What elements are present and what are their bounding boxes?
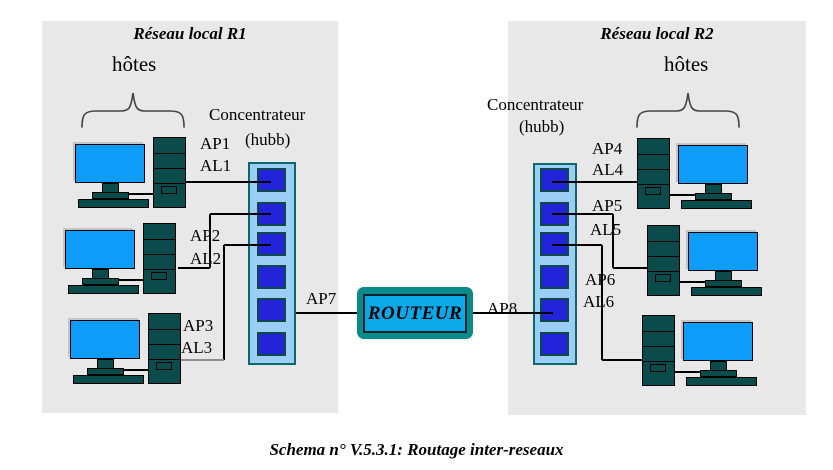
network2-hub-sublabel: (hubb) (519, 117, 565, 136)
connection-line (612, 214, 614, 268)
link-label-ap7: AP7 (306, 289, 337, 308)
network1-hub-label: Concentrateur (209, 105, 306, 124)
tower-icon (153, 137, 186, 208)
port-label-al3: AL3 (181, 338, 213, 357)
connection-line (473, 312, 553, 314)
hub-port (257, 332, 286, 356)
port-label-al5: AL5 (590, 220, 622, 239)
monitor-base (705, 280, 742, 287)
connection-line (602, 359, 642, 361)
tower-icon (642, 315, 675, 386)
network1-hosts-label: hôtes (112, 52, 157, 76)
monitor-icon (688, 232, 758, 271)
port-label-al6: AL6 (583, 292, 615, 311)
connection-line (186, 181, 271, 183)
port-label-al4: AL4 (592, 160, 624, 179)
floppy-slot (650, 364, 666, 372)
floppy-slot (156, 362, 172, 370)
hub-port (257, 298, 286, 322)
hub-port (257, 168, 286, 192)
monitor-base (700, 370, 737, 377)
host-computer (637, 138, 752, 210)
host-computer (65, 223, 176, 295)
hub-port (540, 168, 569, 192)
keyboard-cable (670, 194, 695, 196)
connection-line (613, 267, 647, 269)
keyboard-icon (686, 377, 757, 386)
floppy-slot (655, 274, 671, 282)
port-label-al2: AL2 (190, 249, 222, 268)
keyboard-icon (691, 287, 762, 296)
host-computer (642, 315, 757, 387)
port-label-ap1: AP1 (200, 134, 231, 153)
keyboard-icon (68, 285, 139, 294)
monitor-base (695, 193, 732, 200)
keyboard-cable (128, 193, 153, 195)
port-label-ap4: AP4 (592, 139, 623, 158)
network1-hub (248, 162, 296, 365)
port-label-ap6: AP6 (585, 271, 615, 288)
hub-port (257, 265, 286, 289)
tower-icon (143, 223, 176, 294)
link-label-ap8: AP8 (487, 299, 518, 318)
network2-hub-label: Concentrateur (487, 95, 584, 114)
floppy-slot (151, 272, 167, 280)
port-label-ap2: AP2 (190, 226, 221, 245)
router-label: ROUTEUR (367, 302, 463, 324)
connection-line (601, 245, 603, 360)
keyboard-icon (78, 199, 149, 208)
keyboard-cable (675, 371, 700, 373)
floppy-slot (161, 186, 177, 194)
keyboard-icon (681, 200, 752, 209)
port-label-al1: AL1 (200, 156, 232, 175)
monitor-icon (75, 144, 145, 183)
tower-icon (647, 225, 680, 296)
host-computer (75, 137, 186, 209)
port-label-ap5: AP5 (592, 196, 623, 215)
connection-line (223, 245, 225, 360)
monitor-icon (683, 322, 753, 361)
floppy-slot (645, 187, 661, 195)
network2-hub (533, 163, 577, 365)
connection-line (552, 244, 602, 246)
monitor-base (82, 278, 119, 285)
network2-hosts-label: hôtes (664, 52, 709, 76)
network1-hub-sublabel: (hubb) (245, 130, 291, 149)
connection-line (209, 214, 211, 268)
host-computer (70, 313, 181, 385)
keyboard-cable (123, 369, 148, 371)
network2-title: Réseau local R2 (600, 24, 714, 43)
connection-line (178, 267, 210, 269)
host-computer (647, 225, 762, 297)
tower-icon (148, 313, 181, 384)
monitor-icon (678, 145, 748, 184)
hosts-brace-icon (636, 92, 740, 128)
hub-port (540, 298, 569, 322)
monitor-icon (65, 230, 135, 269)
port-label-ap3: AP3 (183, 316, 214, 335)
connection-line (210, 213, 271, 215)
diagram-caption: Schema n° V.5.3.1: Routage inter-reseaux (269, 440, 564, 459)
tower-icon (637, 138, 670, 209)
monitor-base (92, 192, 129, 199)
hub-port (540, 332, 569, 356)
connection-line (552, 181, 637, 183)
connection-line (224, 244, 271, 246)
keyboard-cable (680, 281, 705, 283)
monitor-base (87, 368, 124, 375)
hosts-brace-icon (81, 92, 185, 128)
keyboard-cable (118, 279, 143, 281)
keyboard-icon (73, 375, 144, 384)
connection-line (181, 359, 224, 361)
network1-title: Réseau local R1 (133, 24, 247, 43)
connection-line (296, 312, 357, 314)
hub-port (540, 265, 569, 289)
monitor-icon (70, 320, 140, 359)
router-face: ROUTEUR (363, 294, 467, 333)
connection-line (552, 213, 613, 215)
